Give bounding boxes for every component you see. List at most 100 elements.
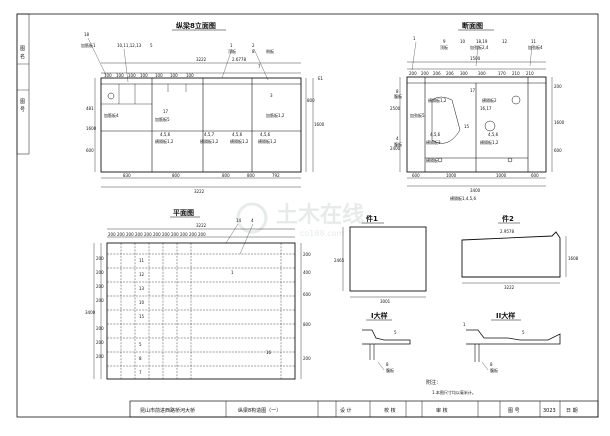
plan-dim-left-3: 200: [96, 284, 104, 289]
elevation-outline: [100, 77, 302, 173]
plan-dim-top-1: 200: [108, 232, 116, 237]
sec-callout-10: 横隔板1,2: [428, 97, 447, 103]
elev-callout-3: 5: [150, 43, 153, 48]
sec-dim-top-4: 206: [446, 71, 454, 76]
plan-callout-8: 15: [139, 314, 145, 319]
elev-label-height: 2.6778: [232, 57, 246, 62]
elev-dim-top-total: 3222: [196, 57, 207, 62]
plan-dim-top-6: 200: [153, 232, 161, 237]
title-check-label: 校 核: [384, 407, 396, 414]
elev-callout-4: 1: [230, 43, 233, 48]
sec-dim-bottom-3: 1000: [496, 173, 507, 178]
plan-dim-left-7: 200: [96, 354, 104, 359]
detail-ii: II大样 1 5 8 腹板: [463, 311, 561, 373]
title-design-label: 设 计: [340, 407, 352, 414]
elev-dim-bottom-5: 792: [272, 173, 280, 178]
sec-dim-bottom-1: 600: [412, 173, 420, 178]
elev-callout-15: 横隔板1,2: [200, 138, 219, 144]
elev-callout-9: 侧板: [266, 48, 274, 54]
sec-callout-17: 4: [396, 136, 399, 141]
plan-view: 平面图 200 200 200 200 20: [85, 208, 311, 380]
plan-dim-left-1: 200: [96, 256, 104, 261]
elev-callout-23: 3: [270, 93, 273, 98]
plan-dim-top-7: 200: [162, 232, 170, 237]
section-outline: [406, 76, 547, 173]
elev-dim-right-1: 800: [307, 98, 315, 103]
plan-dim-top-3: 200: [126, 232, 134, 237]
title-number: 3023: [543, 408, 556, 414]
elev-callout-16: 横隔板1,2: [230, 138, 249, 144]
sec-dim-top-3: 206: [433, 71, 441, 76]
sec-callout-2: 9: [443, 39, 446, 44]
detail-ii-title: II大样: [496, 311, 515, 320]
sec-callout-12: 加劲板5: [410, 112, 425, 118]
side-label-2: 名: [20, 53, 25, 60]
elev-dim-bottom-3: 800: [222, 173, 230, 178]
elev-callout-1: 18: [84, 32, 90, 37]
plan-dim-right-5: 200: [303, 356, 311, 361]
plan-dim-top-5: 200: [144, 232, 152, 237]
title-block: 昆山市前进西路桥河大桥 纵梁8构造图（一） 设 计 校 核 审 核 图 号 30…: [129, 400, 599, 418]
elev-callout-8: 8: [252, 49, 255, 54]
section-view: 断面图 200 200 206 206 300 300 170 210 210 …: [390, 21, 565, 201]
sec-callout-20: 4,5,6: [430, 132, 441, 137]
sec-callout-25: 横隔板1,4,5,6: [450, 195, 476, 201]
detail-2-plate: [461, 231, 561, 278]
elev-callout-22: E1: [318, 76, 324, 81]
sec-dim-bottom-2: 1000: [446, 173, 457, 178]
sec-dim-top-9: 210: [526, 71, 534, 76]
sec-dim-bottom-total: 3400: [470, 188, 481, 193]
elev-dim-top-4: 100: [140, 73, 148, 78]
sec-dim-right-3: 600: [554, 148, 562, 153]
plan-dim-top-11: 200: [198, 232, 206, 237]
elev-callout-2: 10,11,12,13: [117, 43, 142, 48]
detail-i-callout-2: 腹板: [386, 367, 394, 373]
plan-dim-top-10: 200: [189, 232, 197, 237]
detail-1-width: 3001: [380, 299, 391, 304]
detail-ii-callout-1: 1: [463, 322, 466, 327]
plan-callout-6: 13: [139, 286, 145, 291]
sec-dim-right-2: 1600: [554, 120, 565, 125]
detail-1-plate: [349, 226, 427, 292]
plan-title: 平面图: [173, 208, 194, 217]
sec-callout-1: 1: [413, 36, 416, 41]
elevation-view: 纵梁8立面图 100 100 100 100 100 100 100 3222 …: [81, 21, 325, 194]
plan-callout-3: 4: [251, 218, 254, 223]
sec-dim-right-1: 200: [554, 84, 562, 89]
sec-callout-23: 横隔板1,2: [480, 139, 499, 145]
plan-dim-left-6: 200: [96, 340, 104, 345]
plan-dim-right-1: 200: [303, 252, 311, 257]
elev-dim-left-3: 600: [86, 148, 94, 153]
elev-callout-11: 4,5,7: [204, 132, 215, 137]
plan-dim-left-4: 200: [96, 298, 104, 303]
sec-dim-top-6: 300: [478, 71, 486, 76]
notes-heading: 附注：: [426, 379, 441, 386]
plan-dim-top-8: 200: [171, 232, 179, 237]
elev-dim-bottom-2: 800: [172, 173, 180, 178]
detail-2: 件2 2.9578 3222 1608: [461, 214, 579, 290]
detail-i-callout-1: 5: [394, 330, 397, 335]
sec-callout-9: 加劲板4: [528, 44, 543, 50]
sec-callout-19: 腹板: [394, 141, 402, 147]
plan-dim-top-4: 200: [135, 232, 143, 237]
detail-i-callout-3: 8: [386, 362, 389, 367]
elev-dim-top-1: 100: [104, 73, 112, 78]
detail-2-width: 3222: [504, 285, 515, 290]
plan-callout-7: 10: [139, 300, 145, 305]
elev-dim-bottom-1: 830: [123, 173, 131, 178]
elev-dim-left-1: 481: [86, 106, 94, 111]
sec-callout-13: 17: [470, 88, 476, 93]
elev-dim-right-2: 1600: [314, 122, 325, 127]
plan-dim-right-2: 400: [303, 270, 311, 275]
plan-callout-4: 11: [139, 258, 145, 263]
plan-dim-top-total: 3222: [196, 223, 207, 228]
elev-dim-top-6: 100: [170, 73, 178, 78]
plan-callout-9: 16: [266, 350, 272, 355]
detail-ii-callout-4: 腹板: [490, 367, 498, 373]
watermark-logo: [236, 202, 268, 234]
elev-callout-6: 加筋板1: [81, 42, 96, 48]
elev-callout-24: 7: [258, 64, 261, 69]
sec-dim-top-total: 1500: [470, 56, 481, 61]
watermark-main: 土木在线: [276, 202, 364, 228]
